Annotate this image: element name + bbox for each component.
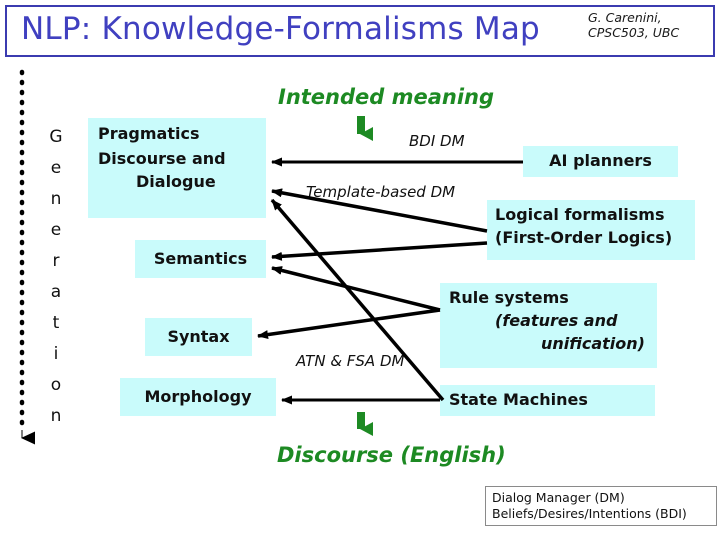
edge-label-atn-fsa-dm: ATN & FSA DM <box>296 352 405 370</box>
generation-letter: o <box>50 375 62 395</box>
generation-letter: r <box>52 251 60 271</box>
legend-box: Dialog Manager (DM) Beliefs/Desires/Inte… <box>485 486 717 526</box>
box-pragmatics-line3: Dialogue <box>136 172 216 191</box>
generation-letter: e <box>50 158 62 178</box>
connector-logical-to-semantics <box>271 241 488 261</box>
generation-letter: e <box>50 220 62 240</box>
generation-letter: a <box>50 282 62 302</box>
author-course: CPSC503, UBC <box>588 25 680 40</box>
box-morphology[interactable]: Morphology <box>120 378 276 416</box>
box-state-machines[interactable]: State Machines <box>440 385 655 416</box>
title-bar: NLP: Knowledge-Formalisms Map <box>5 5 715 57</box>
box-state-machines-label: State Machines <box>449 390 588 409</box>
edge-label-template-based-dm: Template-based DM <box>306 183 456 201</box>
generation-axis-label: G e n e r a t i o n <box>44 122 68 432</box>
box-logical-formalisms-line1: Logical formalisms <box>495 205 665 224</box>
box-ai-planners-label: AI planners <box>549 151 652 170</box>
box-pragmatics-line1: Pragmatics <box>98 124 200 143</box>
box-morphology-label: Morphology <box>144 387 252 406</box>
label-discourse-english: Discourse (English) <box>277 443 506 467</box>
box-rule-systems-line3: unification) <box>541 334 645 353</box>
generation-letter: G <box>49 127 63 147</box>
box-pragmatics[interactable]: Pragmatics Discourse and Dialogue <box>88 118 266 218</box>
box-syntax[interactable]: Syntax <box>145 318 252 356</box>
box-logical-formalisms-line2: (First-Order Logics) <box>495 228 673 247</box>
author-credit: G. Carenini, CPSC503, UBC <box>588 10 713 40</box>
box-logical-formalisms[interactable]: Logical formalisms (First-Order Logics) <box>487 200 695 260</box>
label-intended-meaning: Intended meaning <box>278 85 495 109</box>
box-syntax-label: Syntax <box>167 327 230 346</box>
generation-letter: n <box>50 406 62 426</box>
generation-letter: n <box>50 189 62 209</box>
box-semantics-label: Semantics <box>153 249 248 268</box>
generation-letter: i <box>53 344 59 364</box>
page-title: NLP: Knowledge-Formalisms Map <box>21 11 540 47</box>
box-semantics[interactable]: Semantics <box>135 240 266 278</box>
box-rule-systems[interactable]: Rule systems (features and unification) <box>440 283 657 368</box>
connector-state-machines-to-pragmatics <box>270 198 445 402</box>
box-ai-planners[interactable]: AI planners <box>523 146 678 177</box>
generation-letter: t <box>52 313 60 333</box>
connector-rules-to-syntax <box>257 308 441 340</box>
legend-line-dm: Dialog Manager (DM) <box>492 490 625 505</box>
box-pragmatics-line2: Discourse and <box>98 149 226 168</box>
connector-rules-to-semantics <box>271 266 441 312</box>
author-name: G. Carenini, <box>588 10 662 25</box>
legend-line-bdi: Beliefs/Desires/Intentions (BDI) <box>492 506 687 521</box>
box-rule-systems-line1: Rule systems <box>449 288 569 307</box>
box-rule-systems-line2: (features and <box>495 311 618 330</box>
edge-label-bdi-dm: BDI DM <box>409 132 465 150</box>
